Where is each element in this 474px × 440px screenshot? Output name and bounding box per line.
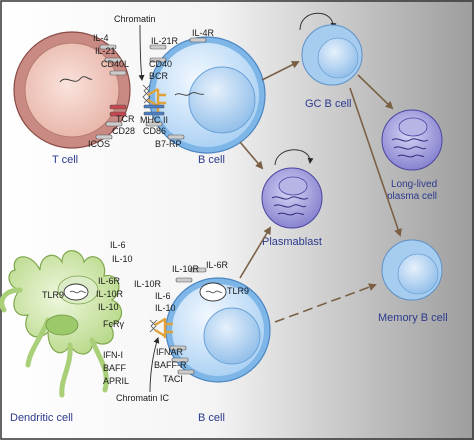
label-il10-b: IL-10	[98, 302, 119, 312]
label-icos: ICOS	[88, 139, 110, 149]
t-cell	[13, 31, 131, 149]
memory-b-cell	[381, 239, 443, 301]
arrow-bottom-to-plasmablast	[239, 226, 272, 279]
arrow-gc-to-memory	[349, 87, 402, 237]
memory-b-cell-caption: Memory B cell	[378, 312, 448, 324]
label-b7rp: B7-RP	[155, 139, 182, 149]
arrow-bcell-to-gc	[261, 61, 300, 81]
label-il10r-top: IL-10R	[172, 264, 200, 274]
label-il6-a: IL-6	[110, 240, 126, 250]
label-baff: BAFF	[103, 363, 127, 373]
label-april: APRIL	[103, 376, 129, 386]
differentiation-arrows	[239, 61, 402, 323]
label-tlr9-right: TLR9	[227, 286, 249, 296]
gc-b-cell	[301, 24, 363, 86]
label-ifn1: IFN-I	[103, 350, 123, 360]
label-chromatin-top: Chromatin	[114, 14, 156, 24]
label-il4-left: IL-4	[93, 33, 109, 43]
label-il10r-mid: IL-10R	[134, 279, 162, 289]
label-cd40: CD40	[149, 59, 172, 69]
arrow-bcell-to-plasmablast	[239, 141, 264, 170]
b-cell-top-caption: B cell	[198, 154, 225, 166]
long-lived-plasma-caption-1: Long-lived	[391, 179, 437, 190]
t-cell-caption: T cell	[52, 154, 78, 166]
gc-self-loop-arrow	[299, 12, 337, 31]
chromatin-arrow-top	[138, 24, 145, 81]
label-il10-a: IL-10	[112, 254, 133, 264]
arrow-bottom-to-memory	[274, 283, 377, 323]
label-il21: IL-21	[95, 46, 116, 56]
b-cell-bottom-caption: B cell	[198, 412, 225, 424]
long-lived-plasma-caption-2: plasma cell	[387, 191, 437, 202]
label-il21r: IL-21R	[151, 36, 179, 46]
label-il6r-left: IL-6R	[98, 276, 121, 286]
label-il10-c: IL-10	[155, 303, 176, 313]
label-il6r-right: IL-6R	[206, 260, 229, 270]
plasmablast-self-loop-arrow	[274, 149, 314, 166]
label-mhc2: MHC II	[140, 115, 168, 125]
dendritic-cell-caption: Dendritic cell	[10, 412, 73, 424]
gc-b-cell-caption: GC B cell	[305, 98, 351, 110]
b-cell-top-receptors	[143, 37, 207, 140]
label-tcr: TCR	[116, 114, 135, 124]
dendritic-endosome	[63, 283, 89, 301]
label-chromatin-ic: Chromatin IC	[116, 393, 170, 403]
synapse-chromatin-ic	[149, 317, 173, 338]
label-ifnar: IFNAR	[156, 347, 184, 357]
label-tlr9-left: TLR9	[42, 290, 64, 300]
label-cd28: CD28	[112, 126, 135, 136]
b-cell-bottom-receptors	[169, 267, 207, 375]
label-il4r: IL-4R	[192, 28, 215, 38]
long-lived-plasma-cell	[381, 109, 443, 171]
arrow-gc-to-plasma	[357, 74, 394, 110]
label-cd86: CD86	[143, 126, 166, 136]
label-bcr: BCR	[149, 71, 169, 81]
t-cell-receptors	[95, 44, 127, 140]
label-fcr: FcRγ	[103, 319, 124, 329]
plasmablast-caption: Plasmablast	[262, 236, 322, 248]
label-baffr: BAFF-R	[154, 360, 187, 370]
label-il10r-left: IL-10R	[96, 289, 124, 299]
label-cd40l: CD40L	[101, 59, 129, 69]
chromatin-ic-arrow	[149, 337, 160, 393]
label-taci: TACI	[163, 374, 183, 384]
label-il6-b: IL-6	[155, 291, 171, 301]
b-cell-top	[148, 36, 266, 154]
plasmablast-cell	[261, 167, 323, 229]
